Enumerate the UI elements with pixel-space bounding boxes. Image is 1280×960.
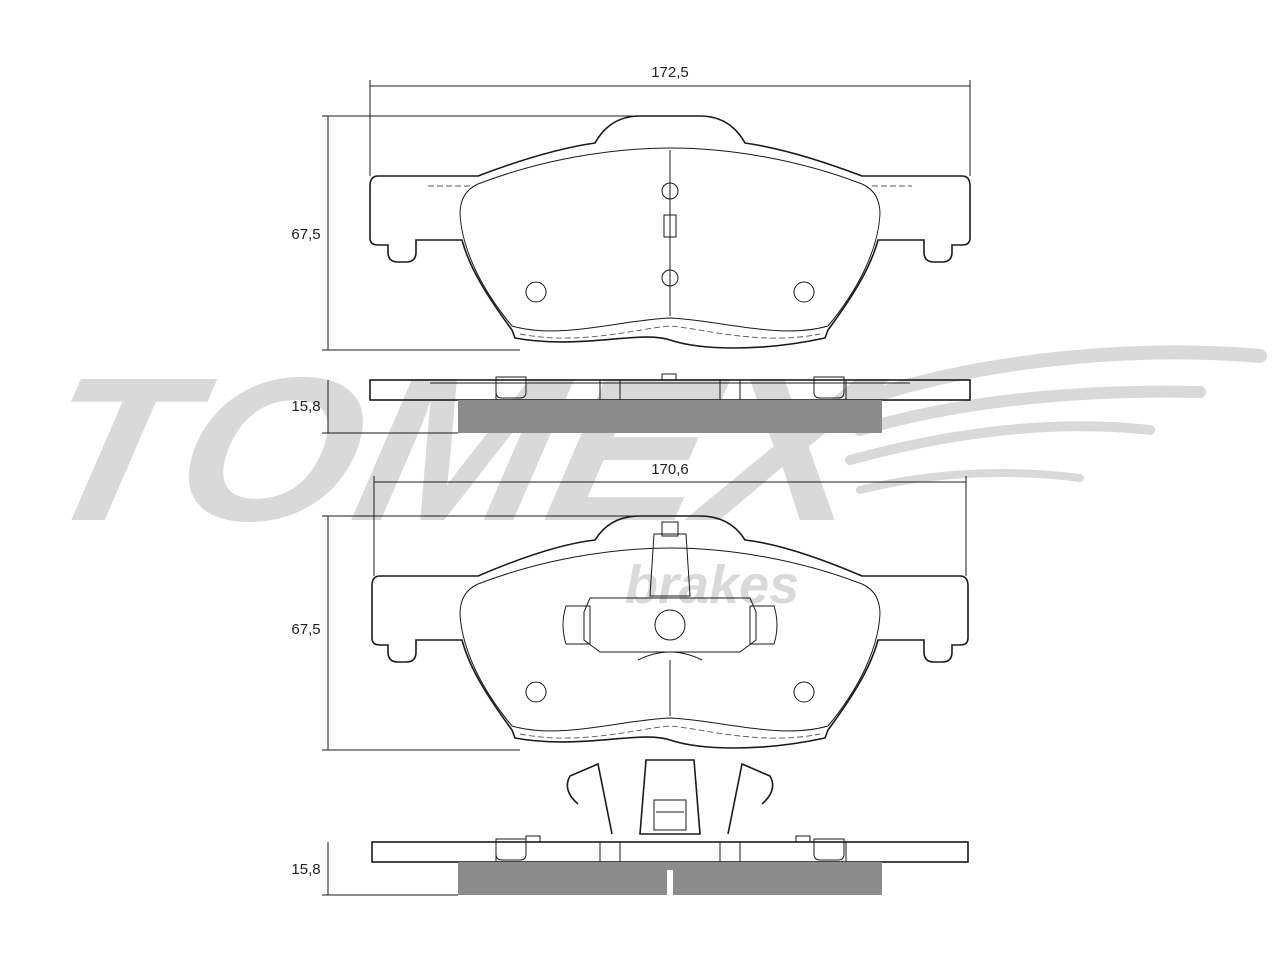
spring-clip [566,759,774,835]
pad-2-friction-material [459,547,881,732]
pad-1-thickness-dimension: 15,8 [291,380,458,434]
watermark-brand: TOMEX [20,334,901,563]
pad-1-height-dimension: 67,5 [291,115,640,351]
pad-1-backing-plate [369,115,971,349]
pad-1-height-label: 67,5 [291,226,320,243]
watermark-logo: TOMEX brakes [20,334,1267,615]
pad-1-side-view [369,373,971,433]
pad-2-top-view [371,515,969,749]
pad-2-thickness-dimension: 15,8 [291,842,458,896]
pad-1-width-dimension: 172,5 [369,64,971,176]
pad-2-width-dimension: 170,6 [373,461,967,576]
watermark-sub: brakes [625,555,799,615]
pad-2-side-view [371,835,969,895]
pad-2-height-dimension: 67,5 [291,515,640,751]
pad-2-height-label: 67,5 [291,621,320,638]
pad-1-width-label: 172,5 [651,64,689,81]
pad-1-side-friction [458,400,882,433]
pad-1-friction-material [459,147,881,332]
pad-2-thickness-label: 15,8 [291,861,320,878]
pad-2-backing-plate [371,515,969,749]
pad-2-side-backing [371,841,969,863]
pad-1-top-view [369,115,971,349]
pad-1-thickness-label: 15,8 [291,398,320,415]
pad-2-width-label: 170,6 [651,461,689,478]
